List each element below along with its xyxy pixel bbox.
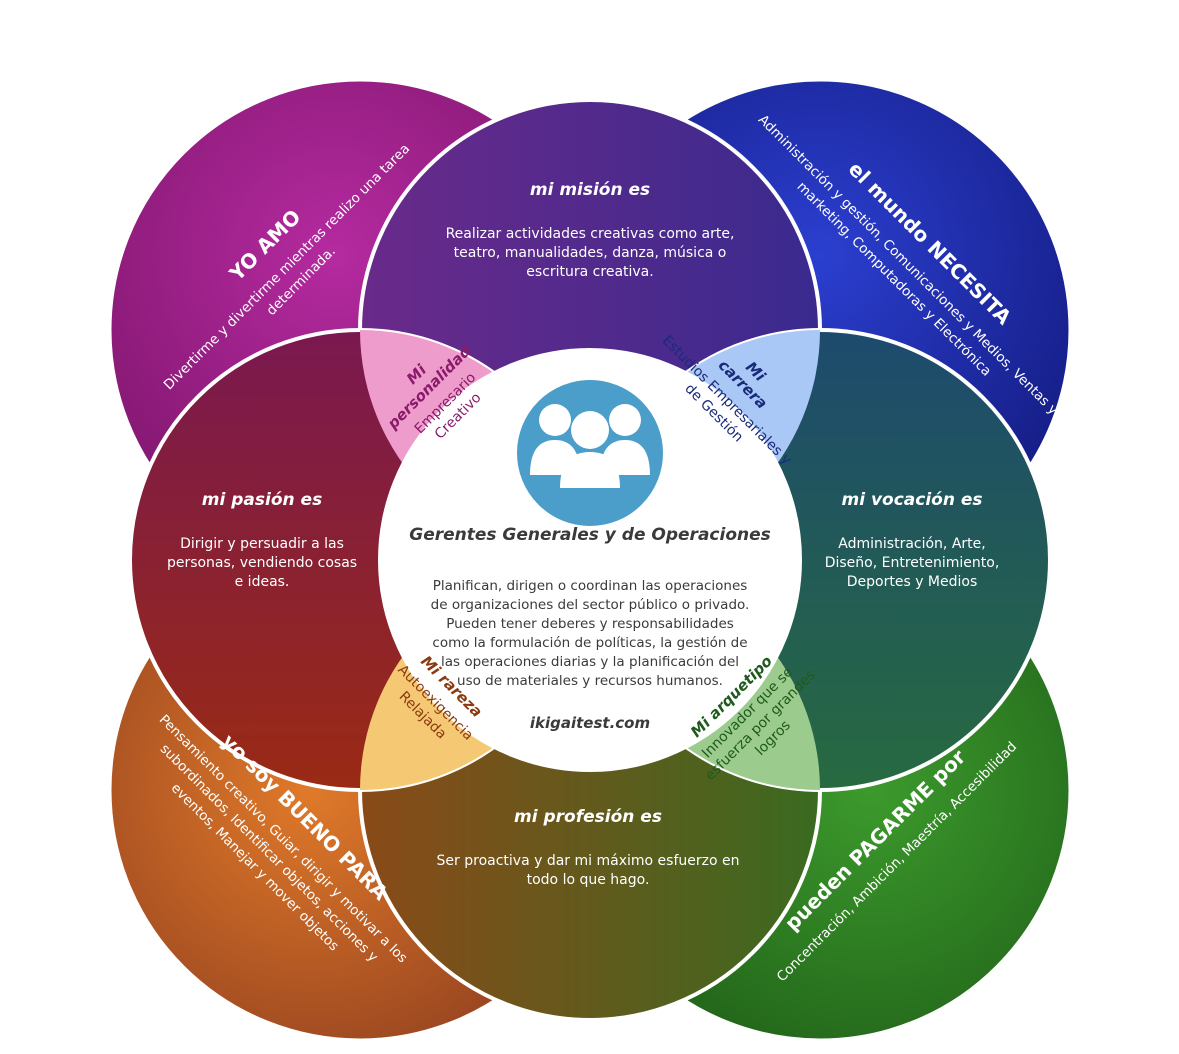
pasion-label-text: personas, vendiendo cosas: [167, 555, 357, 571]
pasion-label-text: Dirigir y persuadir a las: [180, 536, 344, 552]
vocacion-label: mi vocación es Administración, Arte, Diseñ…: [825, 490, 1000, 590]
vocacion-label-text: Administración, Arte,: [838, 536, 985, 552]
mision-label-title: mi misión es: [530, 180, 650, 200]
pasion-label-title: mi pasión es: [202, 490, 322, 510]
center-description-line: uso de materiales y recursos humanos.: [457, 673, 723, 689]
center-description-line: Planifican, dirigen o coordinan las oper…: [433, 578, 748, 594]
vocacion-label-text: Deportes y Medios: [847, 574, 978, 590]
profesion-label-text: Ser proactiva y dar mi máximo esfuerzo e…: [437, 853, 740, 869]
vocacion-label-title: mi vocación es: [841, 490, 982, 510]
profesion-label-title: mi profesión es: [514, 807, 662, 827]
pasion-label-text: e ideas.: [235, 574, 290, 590]
center-description-line: de organizaciones del sector público o p…: [431, 597, 750, 613]
mision-label-text: escritura creativa.: [526, 264, 653, 280]
vocacion-label-text: Diseño, Entretenimiento,: [825, 555, 1000, 571]
mision-label-text: Realizar actividades creativas como arte…: [446, 226, 735, 242]
profesion-label: mi profesión es Ser proactiva y dar mi má…: [437, 807, 740, 888]
profesion-label-text: todo lo que hago.: [527, 872, 650, 888]
center-disc: [378, 348, 802, 772]
mision-label-text: teatro, manualidades, danza, música o: [454, 245, 727, 261]
center-description-line: las operaciones diarias y la planificaci…: [441, 654, 739, 670]
center-description: Planifican, dirigen o coordinan las oper…: [431, 578, 750, 689]
center-description-line: Pueden tener deberes y responsabilidades: [446, 616, 734, 632]
site-label: ikigaitest.com: [530, 714, 650, 732]
center-description-line: como la formulación de políticas, la ges…: [432, 635, 747, 651]
mision-label: mi misión es Realizar actividades creativ…: [446, 180, 735, 280]
center-title: Gerentes Generales y de Operaciones: [409, 525, 771, 545]
pasion-label: mi pasión es Dirigir y persuadir a las per…: [167, 490, 357, 590]
people-group-icon: [513, 376, 667, 530]
